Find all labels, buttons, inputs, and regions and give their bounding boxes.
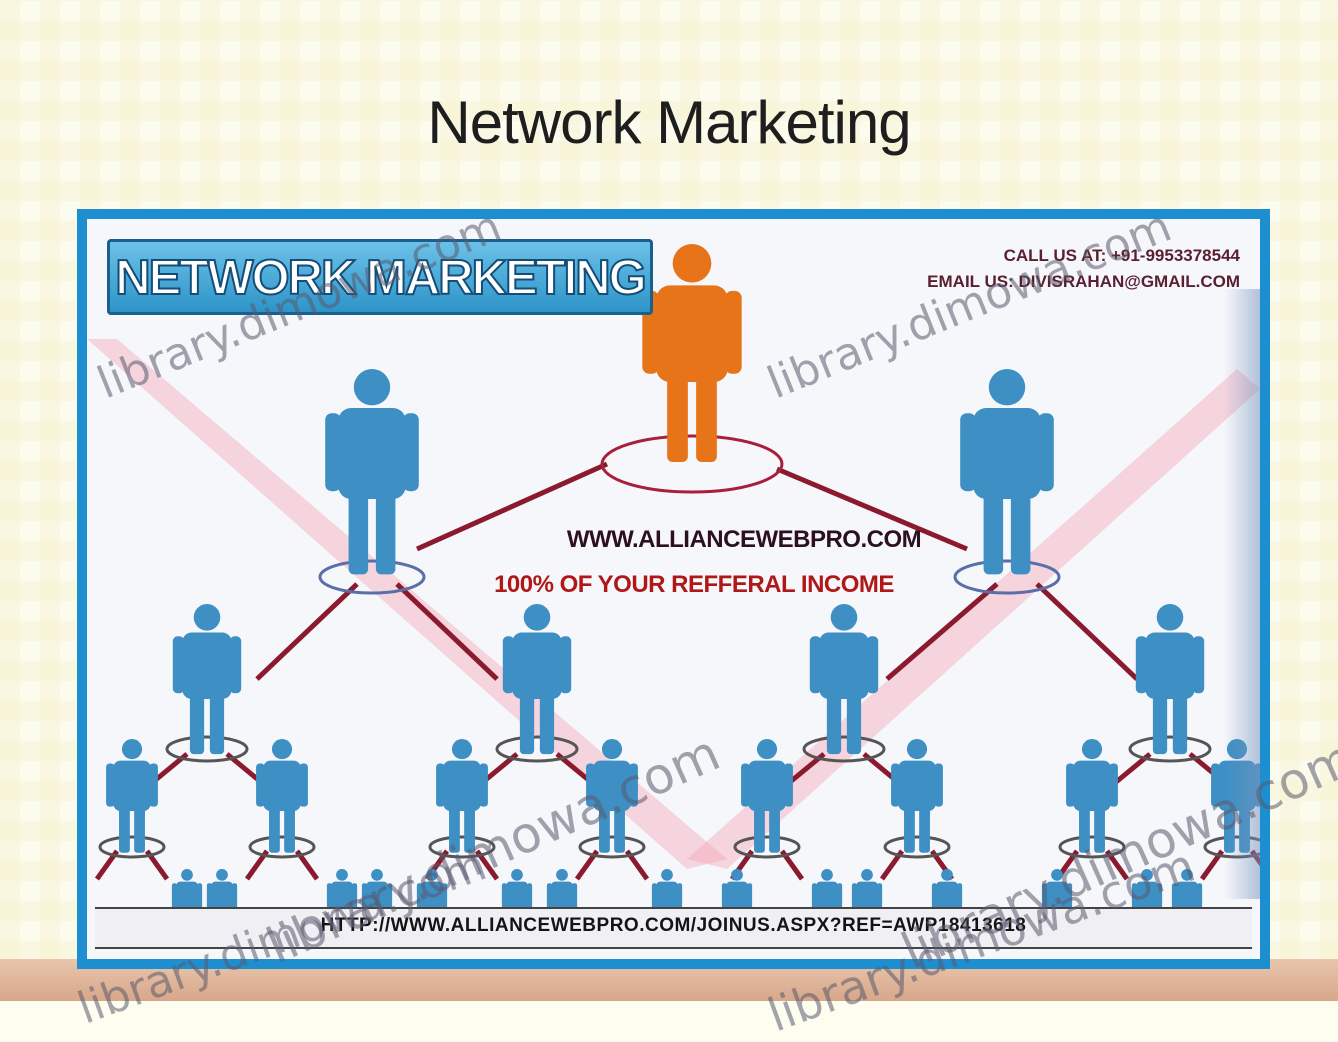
person-icon	[1066, 739, 1118, 853]
contact-block: CALL US AT: +91-9953378544 EMAIL US: DIV…	[927, 243, 1240, 295]
connector-line	[255, 582, 359, 681]
join-url-strip: HTTP://WWW.ALLIANCEWEBPRO.COM/JOINUS.ASP…	[95, 907, 1252, 949]
person-icon	[502, 604, 572, 755]
person-icon	[256, 739, 308, 853]
node-ring	[165, 735, 249, 763]
person-icon	[960, 369, 1054, 575]
poster-banner-text: NETWORK MARKETING	[114, 250, 647, 306]
person-icon	[1135, 604, 1205, 755]
node-ring	[1058, 835, 1126, 859]
contact-email: EMAIL US: DIVISRAHAN@GMAIL.COM	[927, 272, 1240, 291]
person-icon	[106, 739, 158, 853]
income-caption: 100% OF YOUR REFFERAL INCOME	[494, 571, 894, 598]
contact-phone: CALL US AT: +91-9953378544	[1003, 246, 1240, 265]
connector-line	[885, 582, 999, 681]
website-url: WWW.ALLIANCEWEBPRO.COM	[566, 526, 922, 553]
node-ring	[495, 735, 579, 763]
node-ring	[98, 835, 166, 859]
network-tree-diagram	[87, 244, 1260, 936]
person-icon	[586, 739, 638, 853]
person-icon	[436, 739, 488, 853]
node-ring	[600, 434, 784, 494]
person-icon	[891, 739, 943, 853]
node-ring	[428, 835, 496, 859]
connector-line	[776, 466, 968, 552]
person-icon	[172, 604, 242, 755]
person-icon	[642, 244, 742, 463]
node-ring	[883, 835, 951, 859]
connector-line	[395, 582, 499, 681]
node-ring	[802, 735, 886, 763]
node-ring	[733, 835, 801, 859]
person-icon	[325, 369, 419, 575]
node-ring	[578, 835, 646, 859]
connector-line	[1035, 582, 1139, 681]
poster-frame: NETWORK MARKETING CALL US AT: +91-995337…	[77, 209, 1270, 969]
join-url: HTTP://WWW.ALLIANCEWEBPRO.COM/JOINUS.ASP…	[320, 915, 1027, 936]
node-ring	[318, 559, 426, 595]
connector-line	[415, 461, 609, 552]
node-ring	[953, 559, 1061, 595]
node-ring	[248, 835, 316, 859]
person-icon	[546, 869, 578, 936]
person-icon	[741, 739, 793, 853]
poster-canvas: NETWORK MARKETING CALL US AT: +91-995337…	[87, 219, 1260, 959]
highlight-band	[87, 339, 727, 869]
slide-title: Network Marketing	[427, 89, 911, 156]
person-icon	[809, 604, 879, 755]
node-ring	[1128, 735, 1212, 763]
poster-side-shade	[1224, 289, 1260, 899]
poster-banner: NETWORK MARKETING	[107, 239, 653, 315]
